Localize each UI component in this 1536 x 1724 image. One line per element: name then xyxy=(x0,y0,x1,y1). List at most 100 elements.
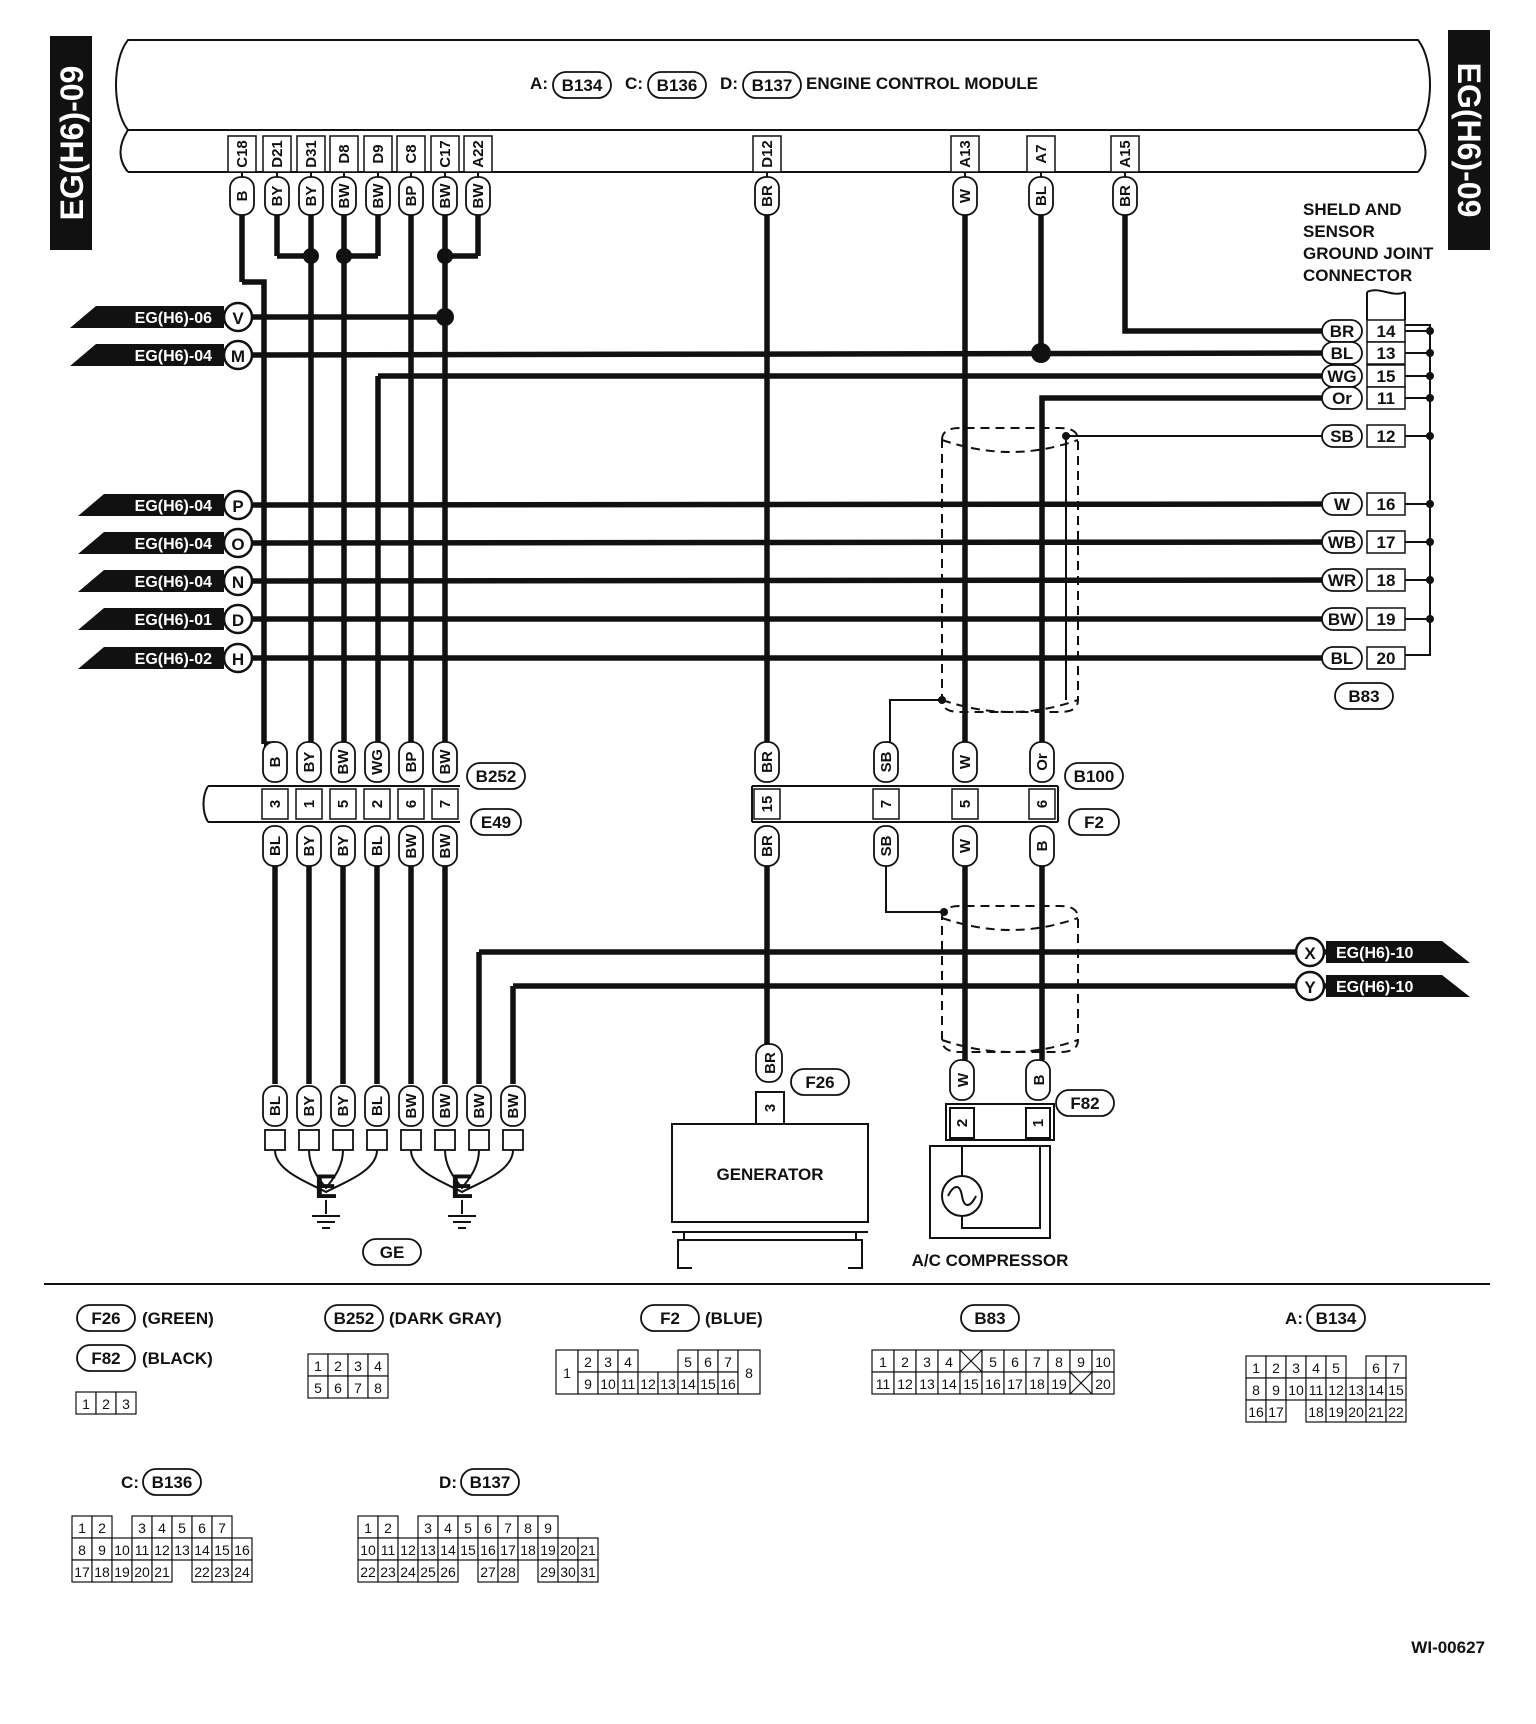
ecm-connector-d: B137 xyxy=(742,71,802,99)
ecm-pin-d12: D12 xyxy=(752,135,782,173)
left-ref-letter: H xyxy=(232,650,244,669)
joint-bus-dot xyxy=(1426,372,1434,380)
legend-f82-color: (BLACK) xyxy=(142,1349,213,1368)
legend-f82-grid-pin: 3 xyxy=(122,1396,130,1412)
ground-terminal xyxy=(400,1129,422,1151)
ground-terminal xyxy=(434,1129,456,1151)
b252-pin-2: 2 xyxy=(369,800,386,808)
legend-b83-grid-pin: 18 xyxy=(1029,1376,1045,1392)
b252-pin-cell xyxy=(329,788,357,820)
wire-segment xyxy=(202,785,209,823)
legend-b137: D:B137 xyxy=(439,1468,520,1496)
joint-wire-code: BL xyxy=(1331,649,1354,668)
left-ref-letter: M xyxy=(231,347,245,366)
legend-f82: F82 xyxy=(76,1344,136,1372)
splice-dot-bl xyxy=(1031,343,1051,363)
joint-pin-number: 13 xyxy=(1377,344,1396,363)
ecm-wire-code-c18-text: B xyxy=(234,190,251,201)
legend-b134-grid-pin: 17 xyxy=(1268,1404,1284,1420)
legend-b136-grid-pin: 5 xyxy=(178,1520,186,1536)
ecm-pin-a22: A22 xyxy=(463,135,493,173)
b252-pin-cell xyxy=(363,788,391,820)
ecm-wire-code-a7: BL xyxy=(1028,176,1054,216)
shield-curve xyxy=(941,699,1079,713)
joint-pin-number: 16 xyxy=(1377,495,1396,514)
ground-wire-1: BL xyxy=(262,1085,288,1127)
ecm-pin-label: C18 xyxy=(234,140,251,168)
right-ref-text: EG(H6)-10 xyxy=(1336,979,1413,996)
b100-top-15-text: BR xyxy=(759,751,776,773)
legend-b83-grid-pin: 10 xyxy=(1095,1354,1111,1370)
legend-b137-text: B137 xyxy=(470,1473,511,1492)
ecm-wire-code-a15-text: BR xyxy=(1117,185,1134,207)
legend-f2-grid-pin: 15 xyxy=(700,1376,716,1392)
b100-pin-cell xyxy=(951,788,979,820)
ground-terminal xyxy=(366,1129,388,1151)
ecm-wire-code-c18: B xyxy=(229,176,255,216)
ecm-wire-code-d31: BY xyxy=(298,176,324,216)
b252-pin-7: 7 xyxy=(437,800,454,808)
ecm-pin-d21: D21 xyxy=(262,135,292,173)
joint-pin-number: 12 xyxy=(1377,427,1396,446)
left-ref-text: EG(H6)-02 xyxy=(135,651,212,668)
legend-f2-right-pin: 8 xyxy=(745,1365,753,1381)
b252-top-3-text: B xyxy=(267,756,284,767)
ecm-prefix-a: A: xyxy=(530,74,548,93)
b252-top-5-text: BW xyxy=(335,749,352,775)
legend-b83-text: B83 xyxy=(974,1309,1005,1328)
ecm-wire-code-d31-text: BY xyxy=(303,186,320,207)
ecm-pin-label: A13 xyxy=(957,140,974,168)
legend-b252-grid-pin: 2 xyxy=(334,1358,342,1374)
compressor-wire-b: B xyxy=(1031,1074,1048,1085)
joint-bus-dot xyxy=(1426,538,1434,546)
b252-pin-cell xyxy=(431,788,459,820)
ground-wire-8: BW xyxy=(500,1085,526,1127)
b100-bottom-6: B xyxy=(1029,825,1055,867)
b252-pin-1: 1 xyxy=(301,800,318,808)
legend-f26: F26 xyxy=(76,1304,136,1332)
b100-bottom-15-text: BR xyxy=(759,835,776,857)
ecm-wire-code-d21-text: BY xyxy=(269,186,286,207)
legend-b136-grid-pin: 3 xyxy=(138,1520,146,1536)
legend-b252-color: (DARK GRAY) xyxy=(389,1309,502,1328)
joint-bus-dot xyxy=(1426,576,1434,584)
legend-b252-text: B252 xyxy=(334,1309,375,1328)
legend-b137-grid-pin: 31 xyxy=(580,1564,596,1580)
legend-b137-grid-pin: 11 xyxy=(381,1542,396,1558)
legend-f2-grid-pin: 5 xyxy=(684,1354,692,1370)
left-ref-text: EG(H6)-04 xyxy=(135,348,212,365)
b252-pin-cell xyxy=(295,788,323,820)
legend-f2-grid-pin: 6 xyxy=(704,1354,712,1370)
legend-b134-grid-pin: 13 xyxy=(1348,1382,1364,1398)
legend-b137-grid-pin: 24 xyxy=(400,1564,416,1580)
engine-control-module: A: B134 C: B136 D: B137 ENGINE CONTROL M… xyxy=(115,39,1431,173)
joint-title-line-1: SHELD AND xyxy=(1303,200,1402,219)
legend-b83-grid-pin: 16 xyxy=(985,1376,1001,1392)
ecm-pin-c17: C17 xyxy=(430,135,460,173)
left-ref-letter: P xyxy=(232,497,243,516)
svg-text:B83: B83 xyxy=(1348,687,1379,706)
b252-bottom-7: BW xyxy=(432,825,458,867)
joint-pin-number: 17 xyxy=(1377,533,1396,552)
legend-b137-grid-pin: 16 xyxy=(480,1542,496,1558)
legend-f2-color: (BLUE) xyxy=(705,1309,763,1328)
svg-text:B134: B134 xyxy=(562,76,603,95)
legend-b136-grid-pin: 22 xyxy=(194,1564,210,1580)
legend-b134-grid-pin: 15 xyxy=(1388,1382,1404,1398)
legend-b136: C:B136 xyxy=(121,1468,202,1496)
joint-title-line-4: CONNECTOR xyxy=(1303,266,1412,285)
legend-b136-grid-pin: 20 xyxy=(134,1564,150,1580)
legend-f2-text: F2 xyxy=(660,1309,680,1328)
ecm-pin-label: D9 xyxy=(370,144,387,163)
b252-upper-code: B252 xyxy=(466,762,526,790)
b252-top-5: BW xyxy=(330,741,356,783)
legend-f2-grid-pin: 12 xyxy=(640,1376,656,1392)
